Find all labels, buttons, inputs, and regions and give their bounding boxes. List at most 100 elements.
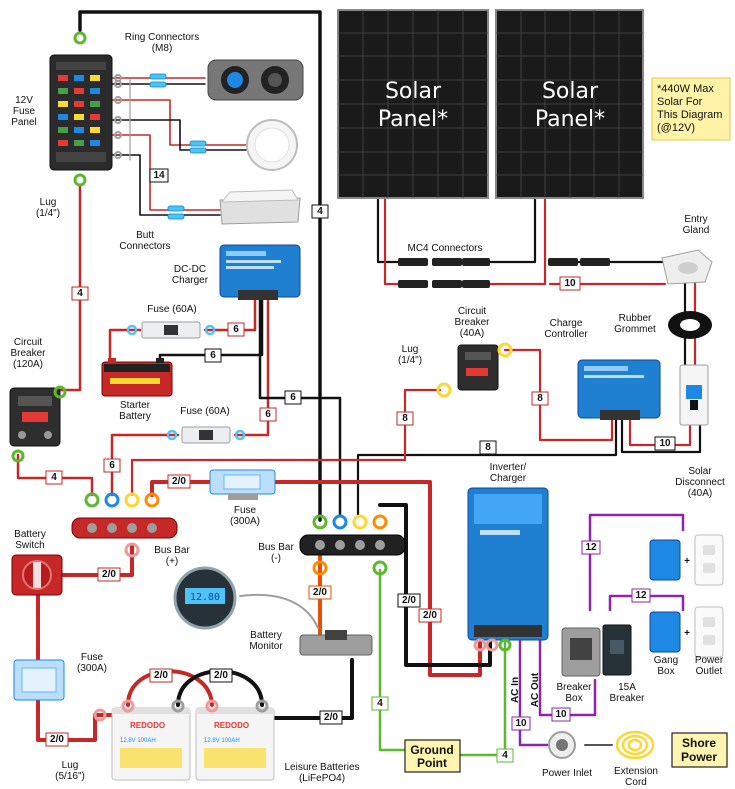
wire-fuse60mid-bus [110,433,180,497]
label-cb120-3: (120A) [13,359,43,370]
battery-monitor-display: 12.80 [190,592,220,603]
label-lug-516-1: Lug [62,760,79,771]
leisure-battery-2: REDODO 12.8V 100AH [195,707,275,781]
dc-dc-charger [219,244,301,300]
label-power-inlet: Power Inlet [542,768,592,779]
label-fuse60-top: Fuse (60A) [147,304,196,315]
label-fuse300-bottom-2: (300A) [77,663,107,674]
rubber-grommet [668,311,712,339]
tag-2-0-bat3: 2/0 [319,710,343,725]
tag-8-cc-text: 8 [537,393,543,404]
entry-gland [661,249,713,285]
tag-2-0-inv2: 2/0 [418,608,442,623]
wire-disc-cc-neg [620,418,702,454]
label-15a-1: 15A [618,682,636,693]
tag-4-ground2-text: 4 [502,750,508,761]
tag-2-0-bat1: 2/0 [149,668,173,683]
solar-panel-1: Solar Panel* [337,9,489,199]
battery-terminal-lugs [93,699,269,722]
tag-6-fuse-top: 6 [227,322,245,337]
dual-socket [207,59,304,101]
battery-2-spec: 12.8V 100AH [204,738,240,744]
tag-2-0-monitor-text: 2/0 [313,587,327,598]
label-inverter-2: Charger [490,473,527,484]
bus-bar-positive [71,517,178,539]
tag-2-0-fuse: 2/0 [167,474,191,489]
tag-12-top: 12 [581,540,601,555]
shore-power-box [671,732,728,768]
tag-8-cc: 8 [531,391,549,406]
label-ac-in: AC In [510,677,521,703]
label-busbar-neg-1: Bus Bar [258,542,294,553]
tag-4-ground1-text: 4 [377,698,383,709]
fuse-300a-bottom [13,659,65,701]
label-fuse300-bottom-1: Fuse [81,652,104,663]
label-power-outlet-1: Power [695,655,724,666]
label-battery-monitor-2: Monitor [249,641,283,652]
led-light [246,119,298,171]
tag-8-cb-text: 8 [402,413,408,424]
tag-6-fuse-mid-text: 6 [265,409,271,420]
tag-4-ground2: 4 [496,748,514,763]
label-ac-out: AC Out [530,672,541,707]
tag-8-long-text: 8 [485,442,491,453]
tag-14-text: 14 [153,170,165,181]
cb120-lug-top [53,385,67,399]
wire-panel1-neg [376,195,400,264]
battery-1-spec: 12.8V 100AH [120,738,156,744]
label-fuse-panel-3: Panel [11,117,37,128]
label-grommet-2: Grommet [614,324,656,335]
label-leisure-1: Leisure Batteries [284,762,359,773]
tag-2-0-bat1-text: 2/0 [154,670,168,681]
tag-2-0-bat3-text: 2/0 [324,712,338,723]
tag-6-fuse-mid: 6 [259,407,277,422]
tag-4-top: 4 [311,204,329,219]
tag-4-left-low: 4 [45,470,63,485]
label-entry-gland-1: Entry [684,214,707,225]
label-lug-right-2: (1/4") [398,355,422,366]
power-inlet [548,731,576,759]
tag-2-0-switch-text: 2/0 [102,569,116,580]
label-fuse300-top-1: Fuse [234,505,257,516]
label-solar-disc-2: Disconnect [675,477,725,488]
tag-6-dcdc: 6 [284,390,302,405]
fuse-panel-lug-top [73,31,87,45]
solar-panel-1-line1: Solar [385,79,442,104]
wire-cc-neg-long [356,418,618,517]
solar-panel-2-line2: Panel* [535,107,605,132]
note-line-3: This Diagram [657,109,722,121]
label-gang-box-2: Box [657,666,674,677]
tag-14: 14 [149,168,169,183]
tag-10-cc: 10 [654,436,676,451]
battery-switch [11,554,63,596]
fuse-60a-top [126,321,216,339]
leisure-battery-1: REDODO 12.8V 100AH [111,707,191,781]
tag-6-left-text: 6 [109,460,115,471]
label-butt-connectors-2: Connectors [119,241,170,252]
tag-4-top-text: 4 [317,206,323,217]
tag-10-ac1-text: 10 [515,718,527,729]
solar-panel-1-line2: Panel* [378,107,448,132]
wire-monitor-shunt [239,593,319,629]
plus-sign-1: + [684,556,690,567]
wire-bus-switch [60,543,134,577]
label-dcdc-2: Charger [172,275,209,286]
wire-fuse300b-battery [36,698,122,742]
label-cb120-1: Circuit [14,337,43,348]
tag-2-0-lug-text: 2/0 [50,734,64,745]
wire-dcdc-fuse60mid [233,298,270,437]
solar-disconnect [679,364,709,426]
label-cb120-2: Breaker [10,348,46,359]
note-line-4: (@12V) [657,122,695,134]
wire-bus-fuse300 [150,480,212,497]
label-15a-2: Breaker [609,693,645,704]
label-ground-point-2: Point [417,756,447,770]
label-battery-monitor-1: Battery [250,630,282,641]
charge-controller [577,359,661,420]
starter-battery [101,358,173,397]
wire-panel-cb120 [58,183,82,392]
wire-ground1 [378,568,407,752]
power-outlet-1 [694,534,724,586]
wire-panel-fan2 [111,154,221,216]
